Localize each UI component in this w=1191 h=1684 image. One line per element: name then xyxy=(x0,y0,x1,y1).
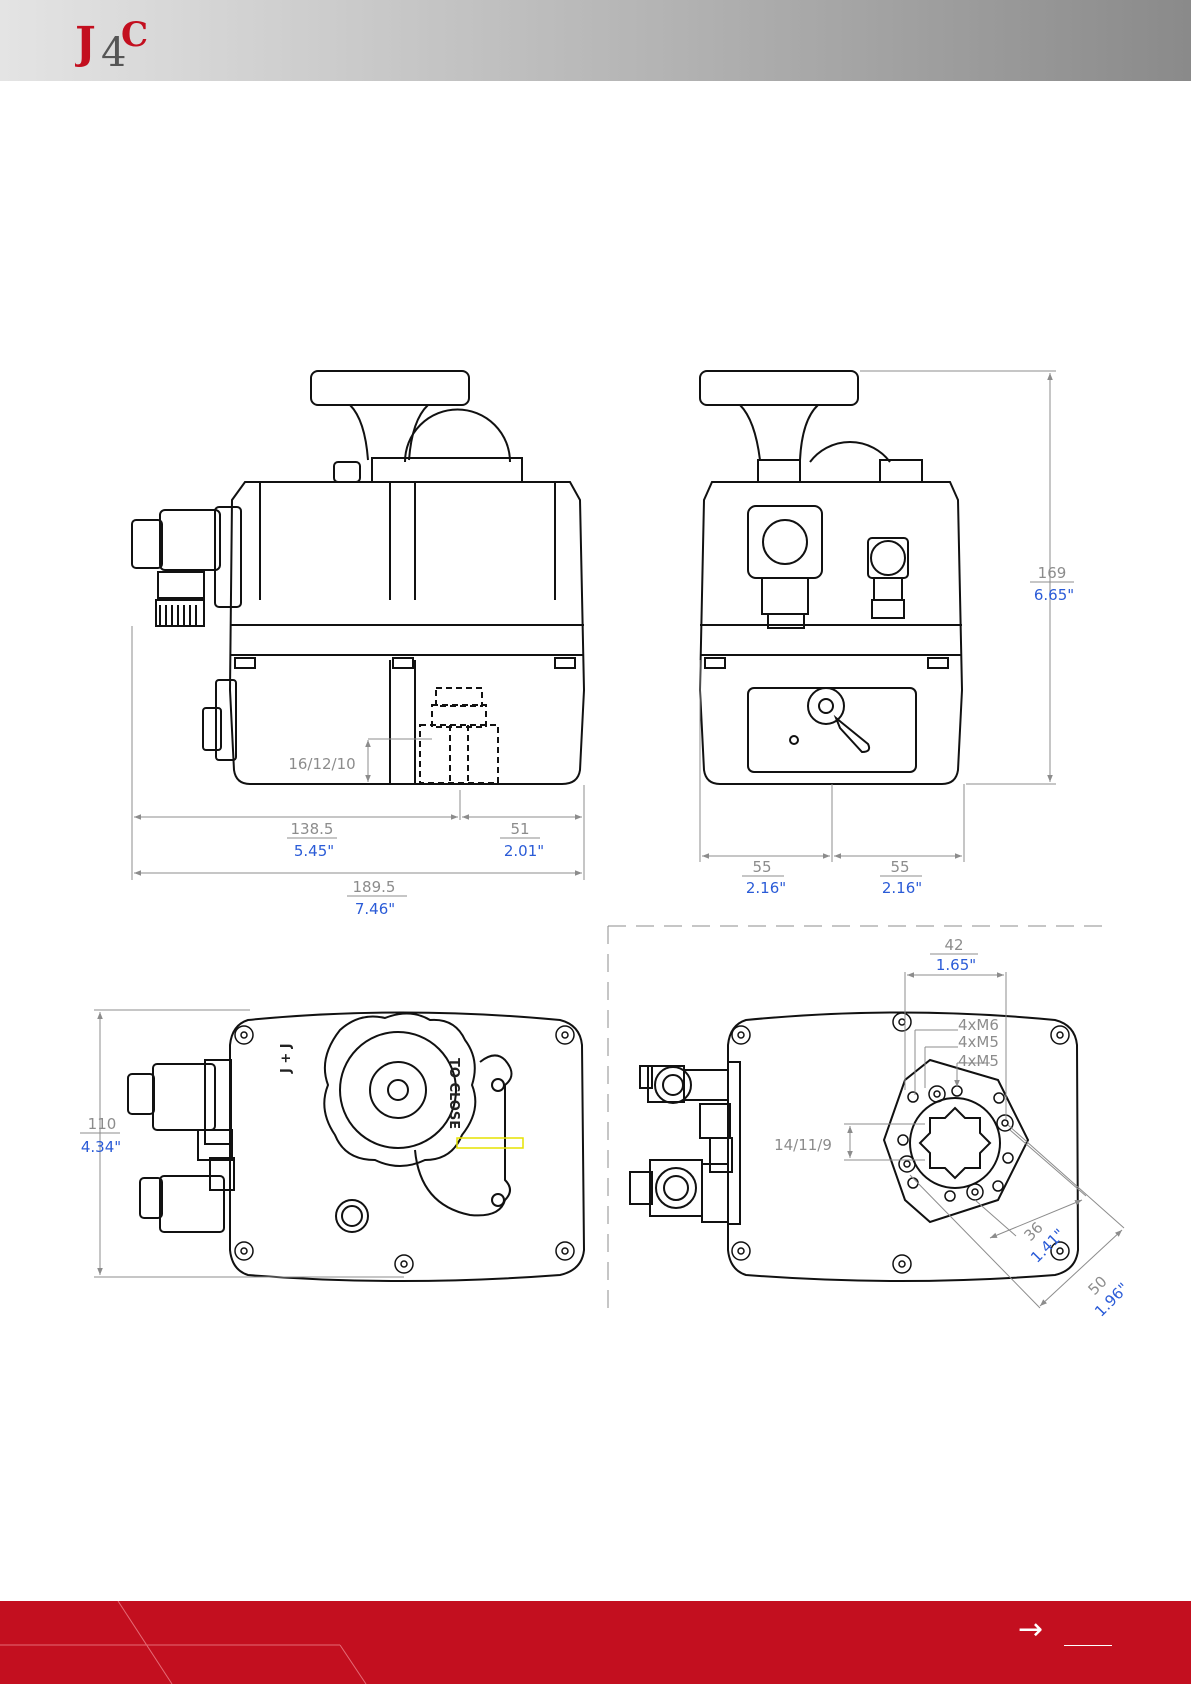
dim-width-side-in: 2.01" xyxy=(504,842,544,860)
dim-depth-in: 4.34" xyxy=(81,1138,121,1156)
dim-bolt-m6: 4xM6 xyxy=(958,1016,999,1034)
dim-width-total-mm: 189.5 xyxy=(353,878,396,896)
dim-bolt-m5-a: 4xM5 xyxy=(958,1033,999,1051)
dim-flange-width-in: 1.65" xyxy=(936,956,976,974)
dim-depth-mm: 110 xyxy=(88,1115,117,1133)
dim-half-right-in: 2.16" xyxy=(882,879,922,897)
next-page-arrow-icon[interactable]: → xyxy=(1018,1615,1043,1645)
dim-width-main-in: 5.45" xyxy=(294,842,334,860)
dim-half-left-mm: 55 xyxy=(752,858,771,876)
dim-width-total-in: 7.46" xyxy=(355,900,395,918)
dim-height-mm: 169 xyxy=(1038,564,1067,582)
side-dimensions xyxy=(700,371,1074,876)
to-close-label: TO CLOSE xyxy=(446,1058,461,1129)
front-view xyxy=(132,371,584,784)
side-view xyxy=(700,371,962,784)
dim-bolt-m5-b: 4xM5 xyxy=(958,1052,999,1070)
dim-square-drive: 14/11/9 xyxy=(774,1136,832,1154)
dim-flange-width-mm: 42 xyxy=(944,936,963,954)
dim-width-main-mm: 138.5 xyxy=(291,820,334,838)
bottom-dimensions xyxy=(844,954,1124,1308)
dim-shaft-depth: 16/12/10 xyxy=(288,755,355,773)
handwheel-mark: J + J xyxy=(279,1043,294,1074)
page-number-line xyxy=(1064,1645,1112,1646)
dim-height-in: 6.65" xyxy=(1034,586,1074,604)
page-footer: → xyxy=(0,1601,1191,1684)
footer-decoration xyxy=(0,1601,1191,1684)
top-view xyxy=(128,1013,584,1282)
dim-width-side-mm: 51 xyxy=(510,820,529,838)
bottom-view xyxy=(630,1013,1078,1282)
dim-half-left-in: 2.16" xyxy=(746,879,786,897)
dim-half-right-mm: 55 xyxy=(890,858,909,876)
